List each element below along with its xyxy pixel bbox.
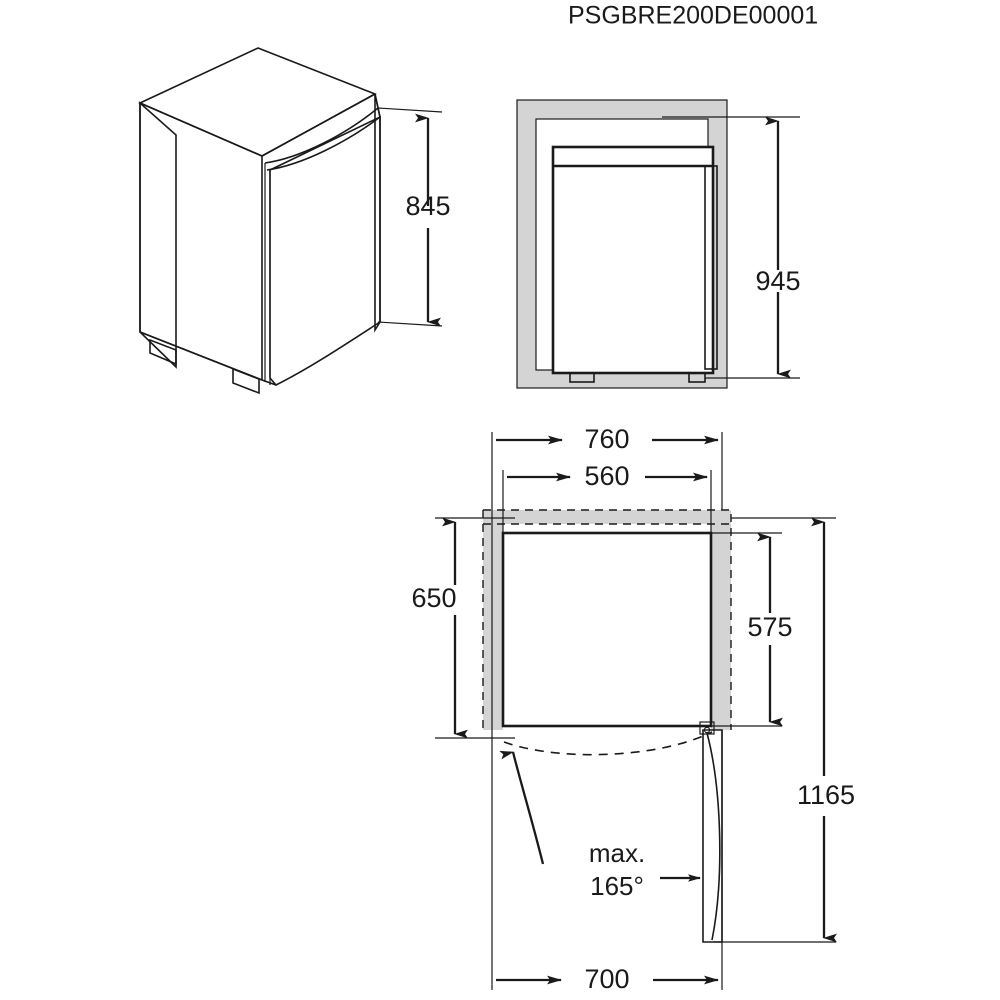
iso-bottom-front-edge: [261, 379, 277, 386]
drawing-title: PSGBRE200DE00001: [568, 2, 818, 30]
iso-foot-front: [232, 367, 260, 395]
plan-appliance-body: [501, 531, 713, 728]
dimension-650: 650: [411, 517, 468, 739]
dimension-700-label: 700: [584, 964, 629, 994]
dimension-650-label: 650: [411, 583, 456, 613]
iso-right-side-sliver: [374, 93, 381, 333]
iso-top-front-edge: [261, 93, 376, 157]
swing-note-line-2: 165°: [590, 871, 644, 901]
plan-view: max. 165° 760: [411, 424, 855, 994]
dimension-760-label: 760: [584, 424, 629, 454]
plan-niche-band-left: [483, 510, 503, 730]
dimension-845: 845: [405, 113, 451, 327]
plan-niche-band-back: [483, 510, 731, 524]
dimension-845-label: 845: [405, 191, 450, 221]
iso-door-face: [269, 115, 381, 386]
dimension-575-label: 575: [747, 612, 792, 642]
dimension-560: 560: [507, 461, 708, 491]
plan-swing-leader: [499, 750, 545, 865]
dimension-575: 575: [747, 532, 793, 727]
front-foot-left: [569, 372, 595, 383]
plan-door-swing-arc: [503, 731, 713, 756]
iso-left-side-panel: [139, 101, 177, 369]
plan-niche-band-right: [711, 510, 731, 730]
dimension-1165: 1165: [797, 517, 855, 943]
dimension-760: 760: [496, 424, 719, 454]
plan-niche-outline-dashed: [482, 509, 732, 730]
front-door-right-edge: [704, 165, 718, 370]
dimension-945: 945: [755, 116, 801, 379]
dimension-560-label: 560: [584, 461, 629, 491]
dimension-945-label: 945: [755, 266, 800, 296]
iso-lid-curve-b: [266, 116, 381, 171]
front-appliance-body: [551, 145, 715, 375]
isometric-view: 845: [138, 47, 451, 395]
iso-ext-bottom: [377, 321, 443, 327]
iso-ext-top: [377, 107, 443, 113]
front-view: 945: [516, 99, 801, 389]
plan-door-open-curve: [706, 732, 721, 941]
niche-frame-outer: [516, 99, 728, 389]
iso-foot-left: [149, 338, 177, 366]
iso-lid-curve-a: [264, 107, 379, 164]
dimension-700: 700: [496, 964, 719, 994]
dimension-1165-label: 1165: [797, 780, 855, 810]
swing-note-line-1: max.: [589, 838, 645, 868]
